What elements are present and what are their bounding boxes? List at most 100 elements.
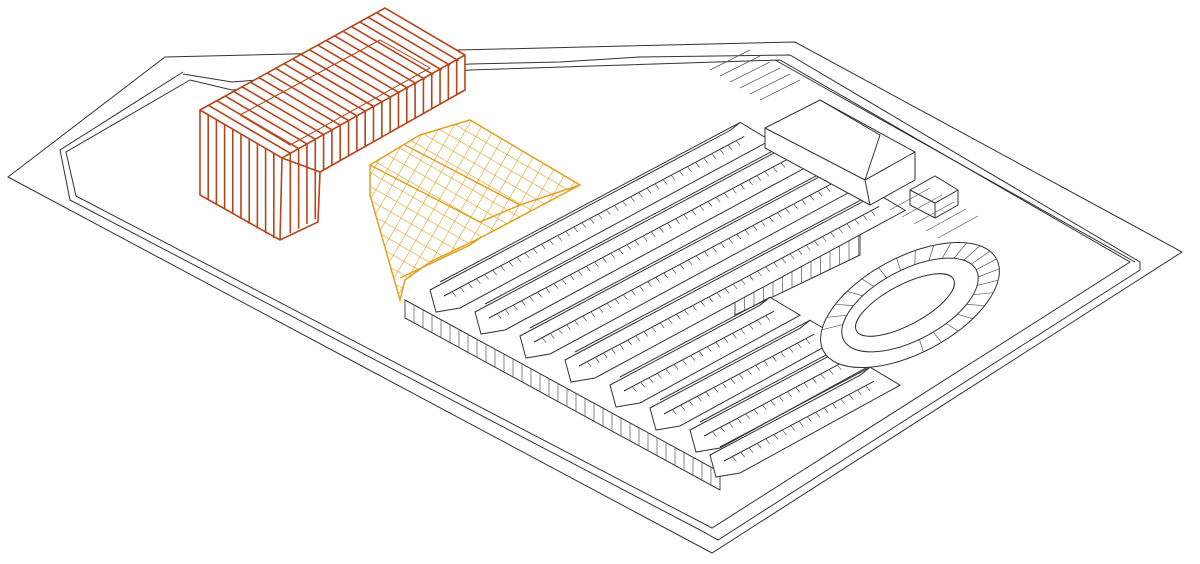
glazing-bar [614, 205, 619, 211]
glazing-bar [757, 443, 762, 449]
glazing-bar [854, 219, 860, 225]
glazing-bar [687, 166, 692, 172]
roof-line [216, 100, 300, 150]
glazing-bar [797, 249, 803, 255]
glazing-bar [590, 311, 596, 318]
glazing-bar [782, 429, 787, 436]
parking-bay [826, 314, 847, 318]
parking-bay [878, 267, 888, 279]
glazing-bar [574, 320, 579, 326]
glazing-bar [695, 162, 700, 168]
ridge-line [484, 143, 786, 305]
glazing-bar [657, 373, 662, 379]
roof-line [359, 21, 443, 71]
glazing-bar [797, 342, 802, 349]
parking-bay [835, 303, 854, 306]
glazing-bar [740, 279, 746, 285]
glazing-bar [708, 296, 714, 303]
glazing-bar [732, 456, 737, 462]
glazing-bar [736, 233, 742, 240]
roof-line [233, 90, 317, 141]
roof-line [376, 11, 459, 62]
glazing-bar [561, 278, 567, 285]
glazing-bar [724, 288, 730, 294]
glazing-bar [594, 261, 599, 268]
glazing-bar [723, 337, 729, 344]
glazing-bar [788, 347, 794, 353]
glazing-bar [492, 269, 497, 276]
roof-line [317, 44, 401, 94]
glazing-bar [757, 270, 762, 277]
glazing-bar [521, 300, 526, 306]
ridge-line [439, 121, 741, 283]
glazing-bar [679, 264, 685, 270]
glazing-bar [659, 322, 665, 329]
parking-bay [749, 73, 791, 95]
glazing-bar [605, 209, 611, 215]
glazing-bar [728, 238, 733, 244]
glazing-bar [828, 369, 834, 375]
glazing-bar [532, 248, 538, 254]
glazing-bar [857, 389, 862, 396]
glazing-bar [662, 179, 668, 185]
glazing-bar [755, 365, 761, 371]
glazing-bar [663, 272, 669, 279]
parking-bay [919, 339, 924, 353]
vent-line [578, 205, 880, 367]
glazing-bar [865, 385, 871, 391]
glazing-bar [586, 361, 592, 367]
glazing-bar [752, 225, 758, 231]
glazing-bar [716, 292, 722, 298]
glazing-bar [772, 356, 777, 362]
glazing-bar [817, 190, 823, 197]
glazing-bar [715, 196, 721, 203]
parking-bay [963, 245, 981, 261]
parking-bay [966, 304, 985, 307]
glazing-bar [740, 451, 745, 458]
glazing-bar [611, 348, 616, 354]
parking-bay [759, 79, 801, 101]
glazing-bar [846, 223, 852, 229]
site-inner-path [59, 54, 1141, 541]
glazing-bar [704, 251, 709, 257]
glazing-bar [638, 192, 643, 198]
glazing-bar [565, 231, 570, 237]
glazing-bar [557, 235, 562, 241]
roof-line [224, 95, 308, 145]
glazing-bar [805, 244, 811, 251]
glazing-bar [650, 231, 656, 237]
glazing-bar [508, 261, 514, 267]
glazing-bar [765, 438, 770, 445]
parking-bay [709, 49, 751, 71]
glazing-bar [476, 278, 481, 284]
glazing-bar [848, 394, 854, 400]
glazing-bar [684, 309, 689, 316]
glazing-bar [577, 270, 583, 276]
glazing-bar [643, 331, 649, 337]
roof-line [250, 81, 333, 131]
glazing-bar [647, 281, 652, 287]
ridge-line [719, 366, 871, 448]
glazing-bar [679, 170, 684, 177]
glazing-bar [762, 404, 767, 411]
glazing-bar [676, 314, 681, 320]
glazing-bar [655, 277, 660, 283]
roof-line [275, 67, 359, 117]
ridge-line [699, 341, 851, 423]
glazing-bar [748, 447, 754, 453]
greenhouse-row-short [709, 366, 902, 478]
glazing-bar [801, 199, 807, 205]
glazing-bar [837, 364, 842, 371]
glazing-bar [513, 304, 518, 311]
vent-line [533, 181, 835, 343]
glazing-bar [815, 412, 821, 418]
glazing-bar [707, 346, 712, 352]
glazing-bar [738, 373, 744, 380]
parking-bay [937, 215, 979, 239]
glazing-bar [675, 218, 680, 224]
glazing-bar [705, 391, 710, 398]
parking-bay [953, 242, 968, 259]
glazing-bar [862, 214, 868, 221]
glazing-bar [589, 218, 595, 224]
